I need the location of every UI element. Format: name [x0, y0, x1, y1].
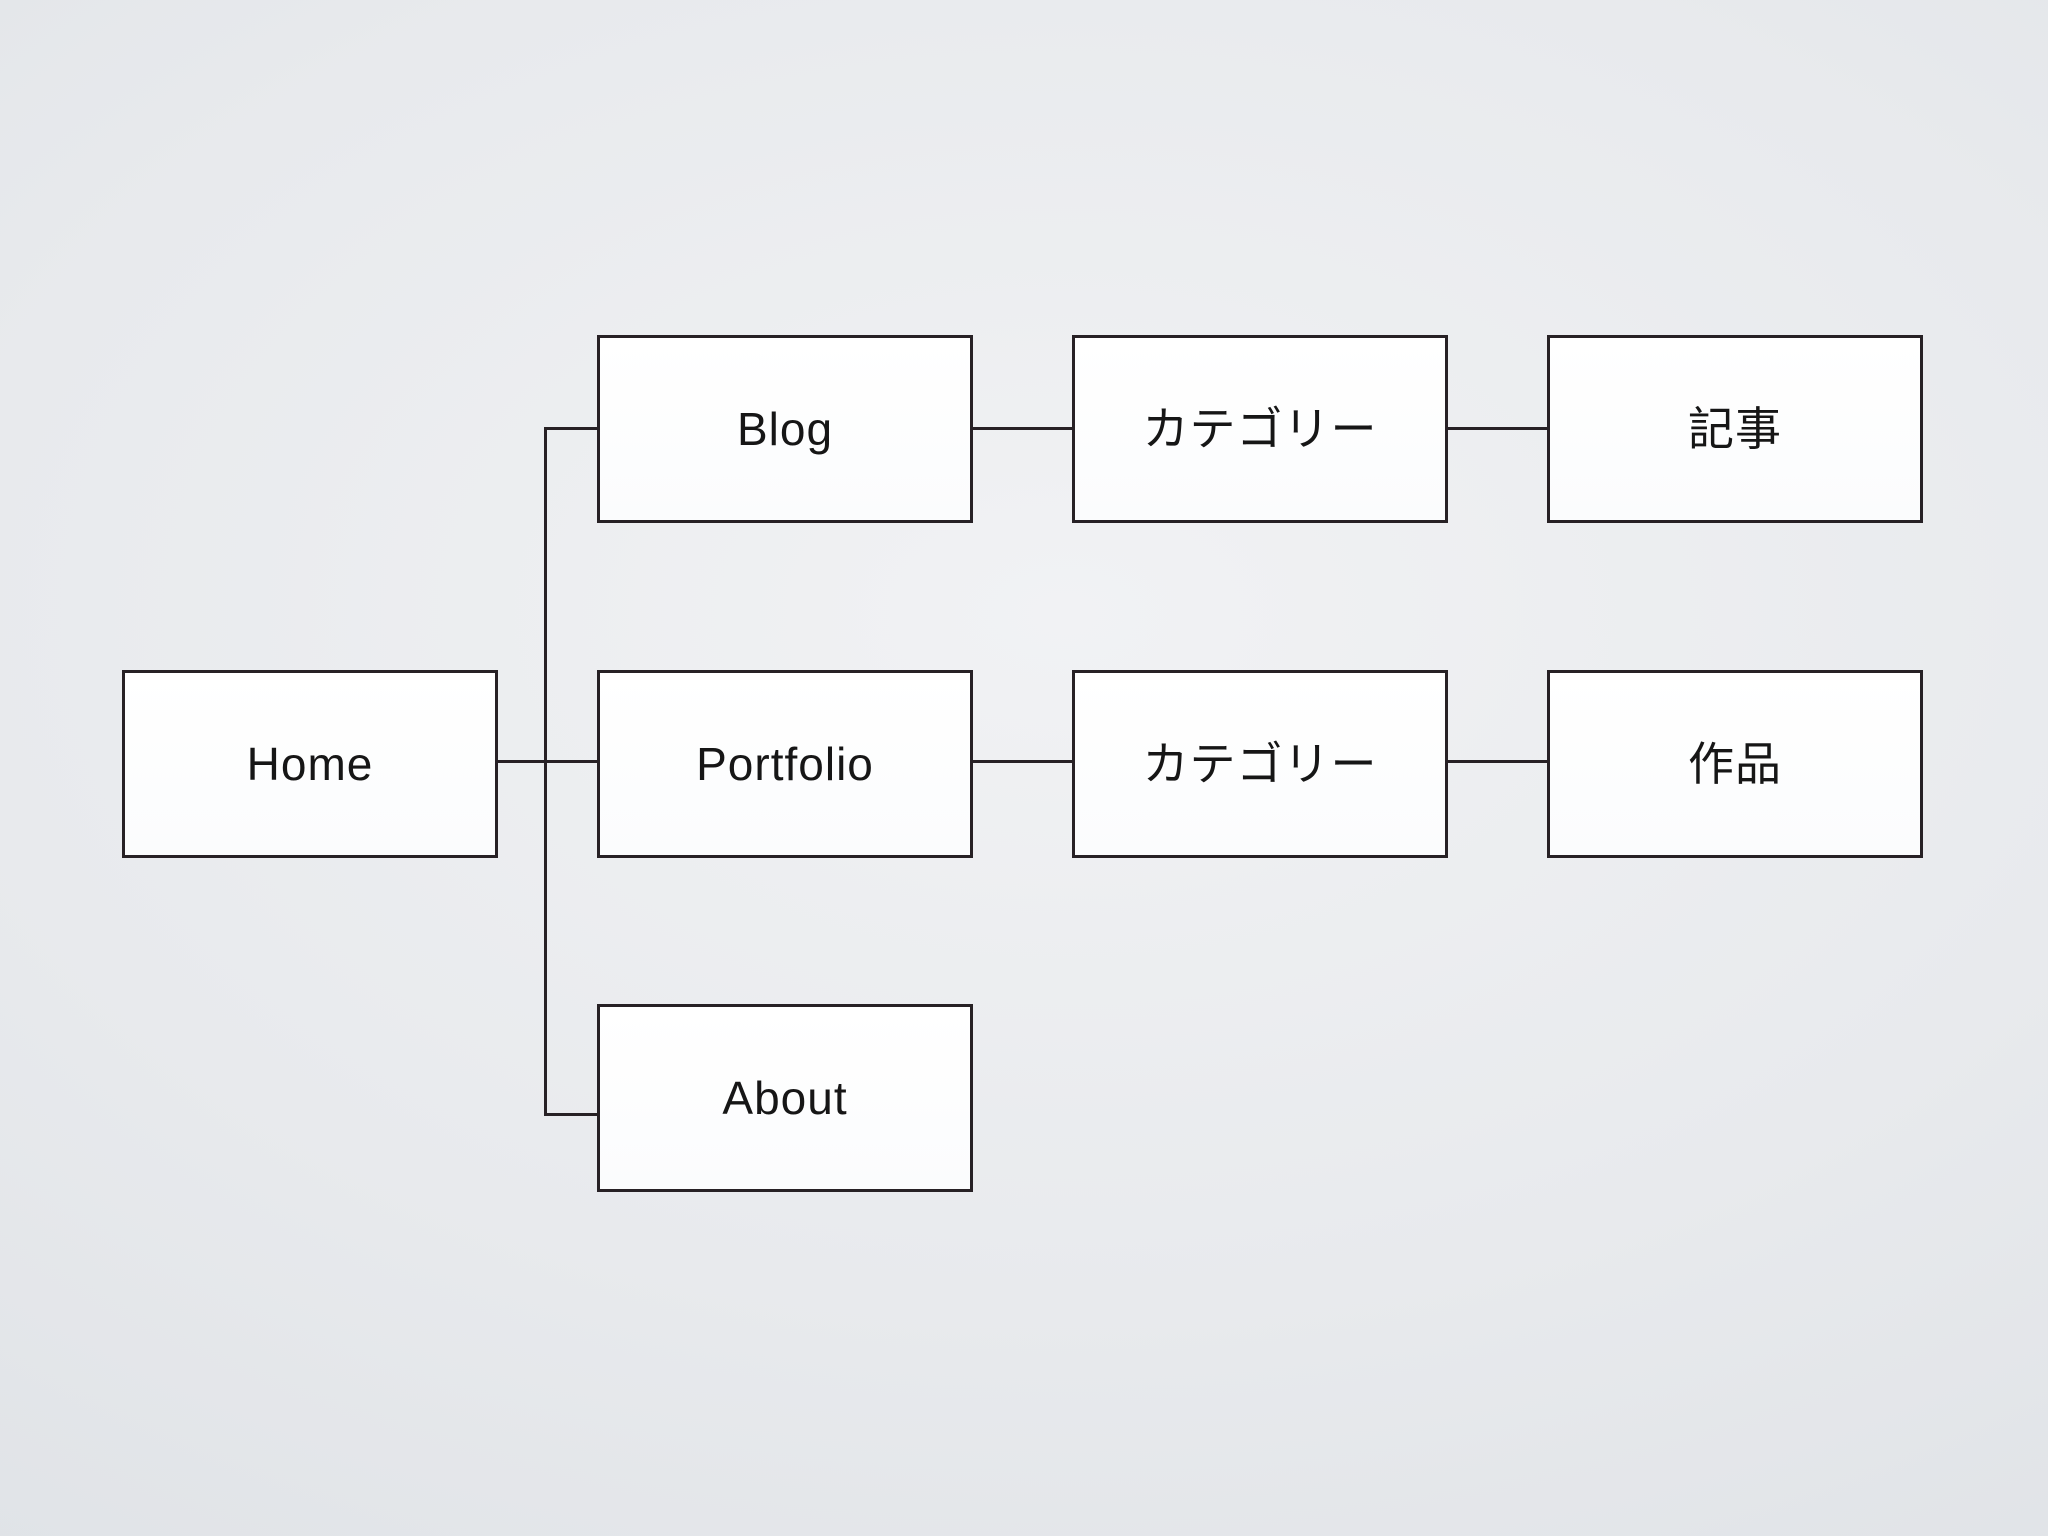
connector-home-blog [546, 427, 597, 430]
connector-home-about [546, 1113, 597, 1116]
node-about: About [597, 1004, 973, 1192]
node-blog-category: カテゴリー [1072, 335, 1448, 523]
node-blog-category-label: カテゴリー [1142, 403, 1378, 455]
node-portfolio-label: Portfolio [696, 738, 874, 790]
node-portfolio: Portfolio [597, 670, 973, 858]
connector-portfolio-category [973, 760, 1072, 763]
node-home: Home [122, 670, 498, 858]
connector-home-portfolio [498, 760, 597, 763]
connector-trunk-vertical [544, 427, 547, 1116]
node-portfolio-works-label: 作品 [1688, 738, 1782, 790]
node-blog-label: Blog [736, 403, 834, 455]
node-blog: Blog [597, 335, 973, 523]
node-portfolio-category-label: カテゴリー [1142, 738, 1378, 790]
node-blog-article: 記事 [1547, 335, 1923, 523]
connector-blog-category [973, 427, 1072, 430]
node-portfolio-works: 作品 [1547, 670, 1923, 858]
connector-category-works [1448, 760, 1547, 763]
node-blog-article-label: 記事 [1688, 403, 1782, 455]
connector-category-article [1448, 427, 1547, 430]
node-portfolio-category: カテゴリー [1072, 670, 1448, 858]
node-about-label: About [722, 1072, 848, 1124]
node-home-label: Home [246, 738, 374, 790]
